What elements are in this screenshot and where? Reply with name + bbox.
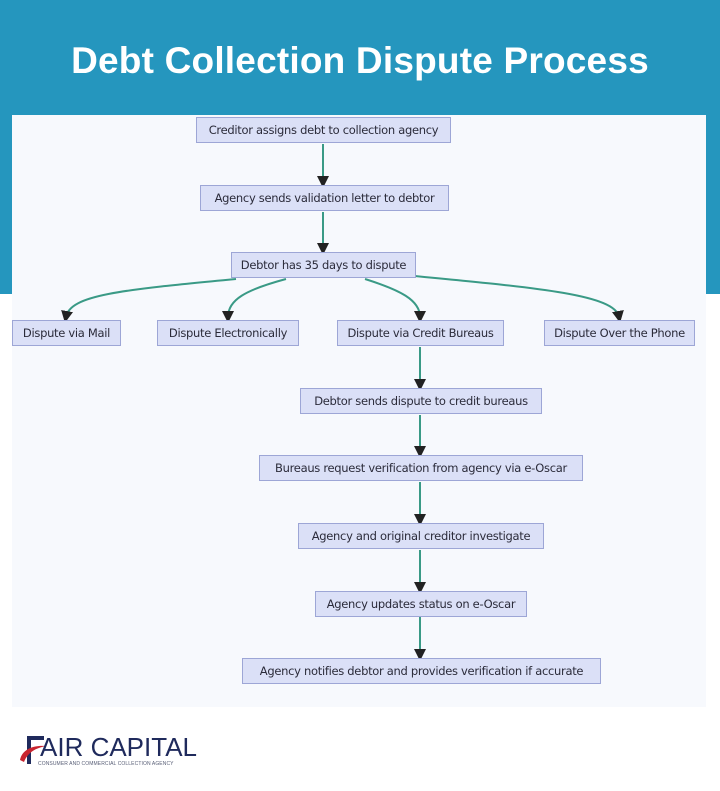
node-debtor-sends-dispute: Debtor sends dispute to credit bureaus <box>300 388 542 414</box>
edge-n3-phone <box>414 275 624 323</box>
edge-n3-mail <box>61 278 237 323</box>
logo-tagline: CONSUMER AND COMMERCIAL COLLECTION AGENC… <box>38 761 174 767</box>
node-updates-status: Agency updates status on e-Oscar <box>315 591 527 617</box>
node-creditor-assigns: Creditor assigns debt to collection agen… <box>196 117 451 143</box>
node-dispute-credit-bureaus: Dispute via Credit Bureaus <box>337 320 504 346</box>
node-investigate: Agency and original creditor investigate <box>298 523 544 549</box>
edge-n3-elec <box>222 278 287 323</box>
edge-n3-bureau <box>364 278 426 323</box>
fair-capital-logo: AIR CAPITAL CONSUMER AND COMMERCIAL COLL… <box>18 732 208 772</box>
node-dispute-mail: Dispute via Mail <box>12 320 121 346</box>
node-dispute-electronically: Dispute Electronically <box>157 320 299 346</box>
node-validation-letter: Agency sends validation letter to debtor <box>200 185 449 211</box>
page-title: Debt Collection Dispute Process <box>71 40 649 81</box>
node-notifies-debtor: Agency notifies debtor and provides veri… <box>242 658 601 684</box>
logo-name: AIR CAPITAL <box>40 732 198 762</box>
node-bureaus-request: Bureaus request verification from agency… <box>259 455 583 481</box>
node-dispute-phone: Dispute Over the Phone <box>544 320 695 346</box>
node-35-days: Debtor has 35 days to dispute <box>231 252 416 278</box>
logo-swoosh-icon <box>20 736 46 764</box>
